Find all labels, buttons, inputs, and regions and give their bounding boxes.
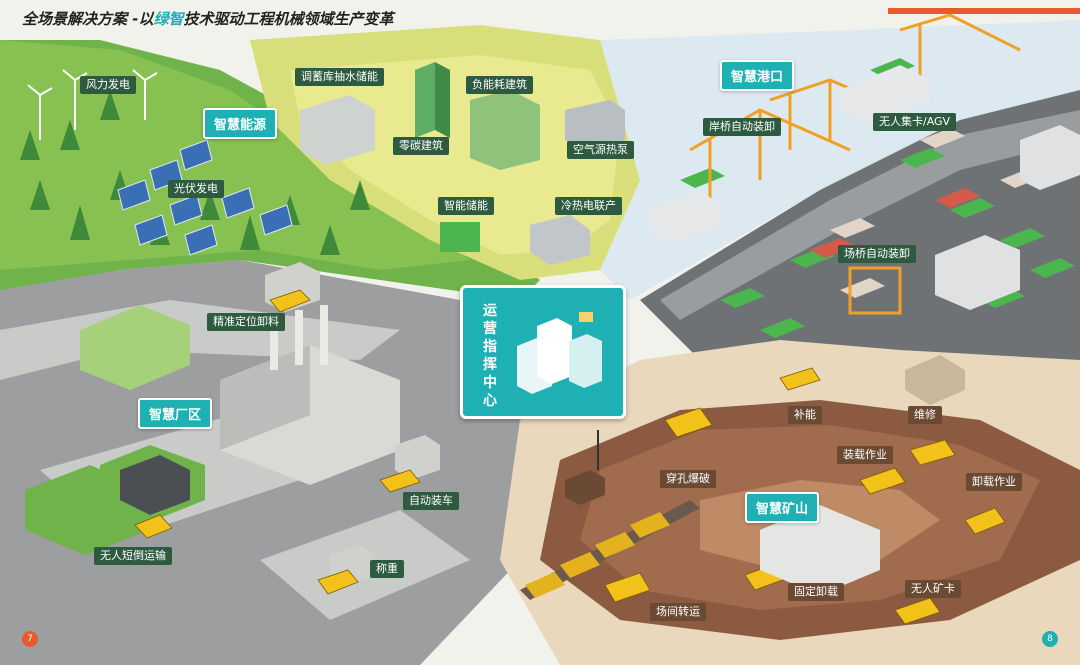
label-unloading: 卸载作业: [966, 473, 1022, 491]
header-accent-bar: [888, 8, 1080, 14]
ops-center-buildings-icon: [517, 312, 602, 394]
page-number-right: 8: [1042, 631, 1058, 647]
ops-center-title: 运营指挥中心: [483, 303, 497, 409]
label-solar-power: 光伏发电: [168, 180, 224, 198]
label-drilling-blasting: 穿孔爆破: [660, 470, 716, 488]
label-unmanned-truck-agv: 无人集卡/AGV: [873, 113, 957, 131]
title-suffix: 技术驱动工程机械领域生产变革: [183, 10, 394, 28]
label-weighing: 称重: [370, 560, 404, 578]
zone-smart-port[interactable]: 智慧港口: [720, 60, 795, 91]
zone-smart-factory[interactable]: 智慧厂区: [138, 398, 213, 429]
label-unmanned-mining-truck: 无人矿卡: [905, 580, 961, 598]
label-unmanned-short-transport: 无人短倒运输: [94, 547, 172, 565]
title-highlight: 绿智: [153, 10, 184, 28]
title-prefix: 全场景解决方案 -以: [22, 10, 154, 28]
label-zero-carbon-building: 零碳建筑: [393, 137, 449, 155]
label-pumped-storage: 调蓄库抽水储能: [295, 68, 384, 86]
label-repair: 维修: [908, 406, 942, 424]
label-precise-unload: 精准定位卸料: [207, 313, 285, 331]
label-loading: 装载作业: [837, 446, 893, 464]
zone-smart-mine[interactable]: 智慧矿山: [745, 492, 820, 523]
zone-smart-energy[interactable]: 智慧能源: [203, 108, 278, 139]
label-air-source-heat-pump: 空气源热泵: [567, 141, 634, 159]
label-cchp: 冷热电联产: [555, 197, 622, 215]
label-quay-crane: 岸桥自动装卸: [703, 118, 781, 136]
label-smart-storage: 智能储能: [438, 197, 494, 215]
ops-center-card[interactable]: 运营指挥中心: [460, 285, 626, 419]
label-inter-site-transfer: 场间转运: [650, 603, 706, 621]
label-wind-power: 风力发电: [80, 76, 136, 94]
label-refuel: 补能: [788, 406, 822, 424]
label-auto-load: 自动装车: [403, 492, 459, 510]
label-fixed-unload: 固定卸载: [788, 583, 844, 601]
page-title: 全场景解决方案 -以绿智技术驱动工程机械领域生产变革: [22, 8, 393, 29]
label-negative-carbon-building: 负能耗建筑: [466, 76, 533, 94]
page-number-left: 7: [22, 631, 38, 647]
label-yard-crane: 场桥自动装卸: [838, 245, 916, 263]
